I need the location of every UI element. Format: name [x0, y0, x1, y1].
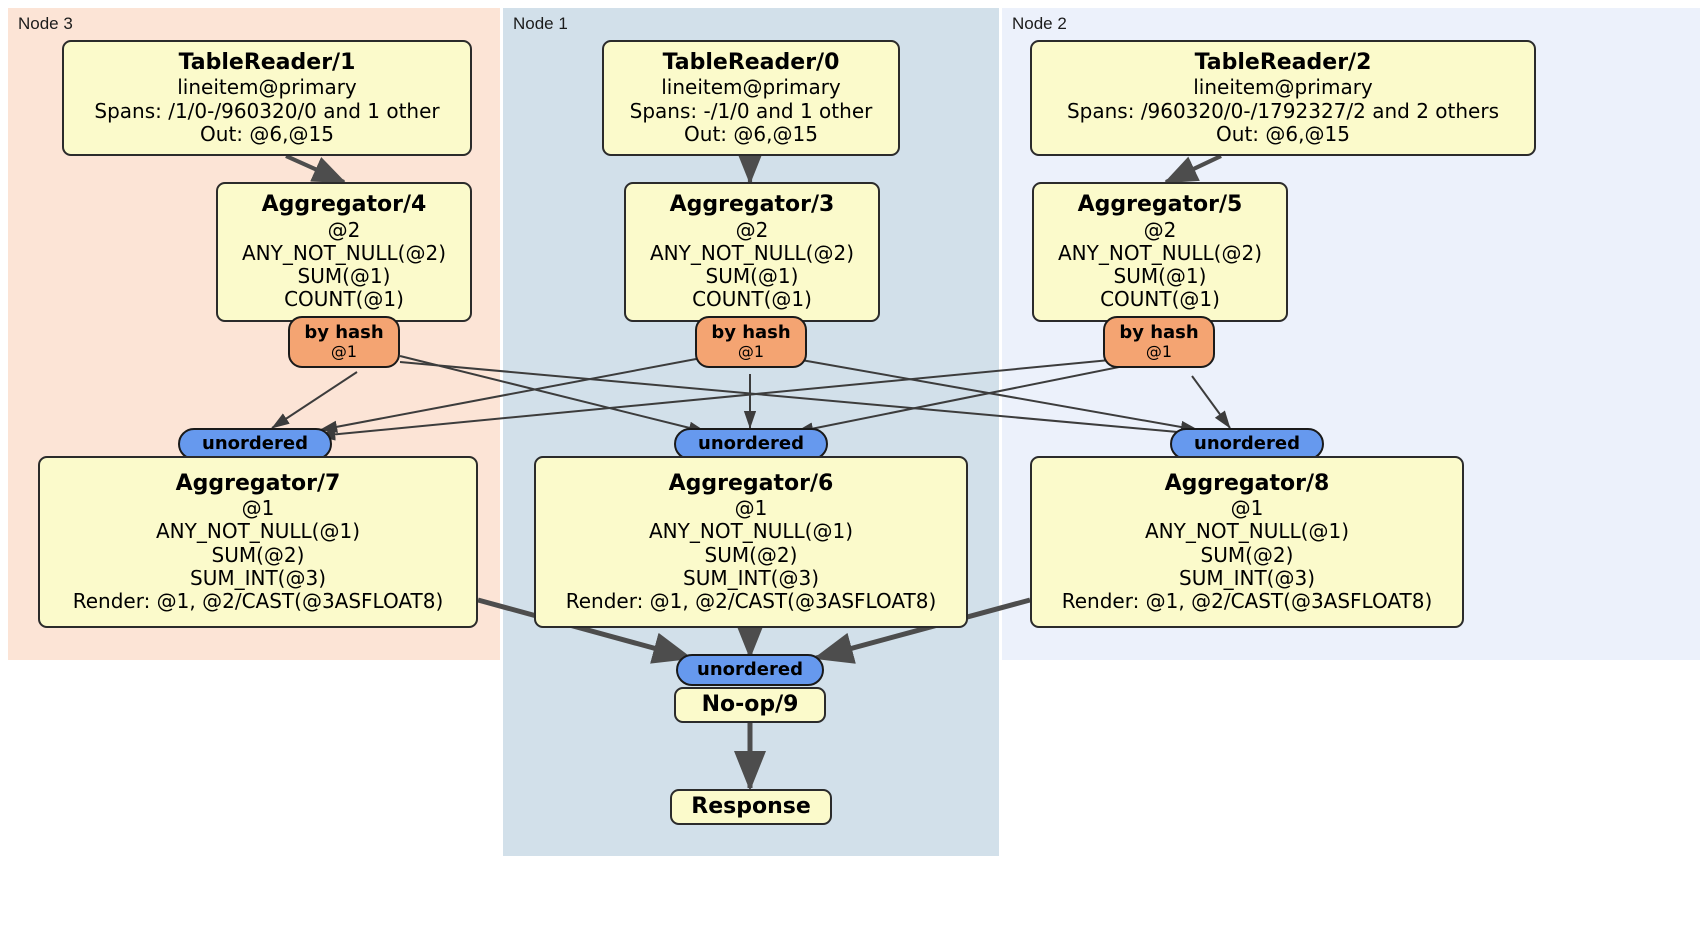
processor-line: COUNT(@1) [284, 287, 404, 312]
processor-title: Aggregator/6 [668, 470, 834, 496]
processor-title: TableReader/2 [1194, 49, 1372, 75]
processor-line: lineitem@primary [1193, 75, 1373, 100]
synchronizer-unordered-center[interactable]: unordered [674, 428, 828, 460]
processor-line: ANY_NOT_NULL(@2) [650, 241, 854, 266]
processor-line: SUM_INT(@3) [683, 565, 819, 590]
processor-line: SUM_INT(@3) [1179, 565, 1315, 590]
processor-title: Aggregator/5 [1077, 192, 1243, 218]
router-label: by hash [1119, 322, 1199, 344]
router-sublabel: @1 [330, 342, 358, 362]
processor-line: Spans: -/1/0 and 1 other [629, 98, 873, 123]
processor-tablereader-2[interactable]: TableReader/2 lineitem@primary Spans: /9… [1030, 40, 1536, 156]
synchronizer-label: unordered [698, 433, 804, 455]
synchronizer-label: unordered [697, 659, 803, 681]
processor-line: COUNT(@1) [692, 287, 812, 312]
processor-aggregator-4[interactable]: Aggregator/4 @2 ANY_NOT_NULL(@2) SUM(@1)… [216, 182, 472, 322]
processor-line: ANY_NOT_NULL(@1) [156, 519, 360, 544]
processor-line: @1 [734, 496, 768, 521]
processor-line: Render: @1, @2/CAST(@3ASFLOAT8) [1061, 589, 1433, 614]
processor-line: @2 [735, 217, 769, 242]
panel-node-1-label: Node 1 [513, 14, 568, 33]
processor-line: Render: @1, @2/CAST(@3ASFLOAT8) [565, 589, 937, 614]
panel-node-3-label: Node 3 [18, 14, 73, 33]
processor-title: Aggregator/8 [1164, 470, 1330, 496]
processor-line: Out: @6,@15 [1216, 121, 1350, 146]
processor-line: ANY_NOT_NULL(@1) [1145, 519, 1349, 544]
processor-line: SUM(@2) [211, 542, 305, 567]
processor-line: SUM_INT(@3) [190, 565, 326, 590]
processor-title: Aggregator/3 [669, 192, 835, 218]
processor-aggregator-8[interactable]: Aggregator/8 @1 ANY_NOT_NULL(@1) SUM(@2)… [1030, 456, 1464, 628]
processor-title: Aggregator/7 [175, 470, 341, 496]
processor-tablereader-0[interactable]: TableReader/0 lineitem@primary Spans: -/… [602, 40, 900, 156]
panel-node-2-label: Node 2 [1012, 14, 1067, 33]
processor-line: ANY_NOT_NULL(@1) [649, 519, 853, 544]
processor-line: ANY_NOT_NULL(@2) [242, 241, 446, 266]
processor-line: Render: @1, @2/CAST(@3ASFLOAT8) [72, 589, 444, 614]
processor-tablereader-1[interactable]: TableReader/1 lineitem@primary Spans: /1… [62, 40, 472, 156]
processor-line: Out: @6,@15 [684, 121, 818, 146]
synchronizer-unordered-final[interactable]: unordered [676, 654, 824, 686]
processor-title: Response [691, 794, 811, 820]
processor-line: SUM(@1) [1113, 264, 1207, 289]
processor-line: Out: @6,@15 [200, 121, 334, 146]
processor-line: COUNT(@1) [1100, 287, 1220, 312]
processor-line: @1 [241, 496, 275, 521]
processor-response[interactable]: Response [670, 789, 832, 825]
processor-line: lineitem@primary [177, 75, 357, 100]
processor-line: @2 [1143, 217, 1177, 242]
processor-line: @1 [1230, 496, 1264, 521]
processor-line: ANY_NOT_NULL(@2) [1058, 241, 1262, 266]
processor-title: TableReader/0 [662, 49, 840, 75]
router-sublabel: @1 [1145, 342, 1173, 362]
processor-line: SUM(@1) [297, 264, 391, 289]
processor-line: SUM(@2) [1200, 542, 1294, 567]
processor-line: @2 [327, 217, 361, 242]
processor-line: Spans: /960320/0-/1792327/2 and 2 others [1066, 98, 1499, 123]
router-by-hash-center[interactable]: by hash @1 [695, 316, 807, 368]
router-label: by hash [711, 322, 791, 344]
processor-line: SUM(@2) [704, 542, 798, 567]
processor-title: Aggregator/4 [261, 192, 427, 218]
processor-aggregator-6[interactable]: Aggregator/6 @1 ANY_NOT_NULL(@1) SUM(@2)… [534, 456, 968, 628]
processor-line: SUM(@1) [705, 264, 799, 289]
processor-no-op-9[interactable]: No-op/9 [674, 687, 826, 723]
processor-aggregator-7[interactable]: Aggregator/7 @1 ANY_NOT_NULL(@1) SUM(@2)… [38, 456, 478, 628]
router-by-hash-left[interactable]: by hash @1 [288, 316, 400, 368]
router-sublabel: @1 [737, 342, 765, 362]
router-by-hash-right[interactable]: by hash @1 [1103, 316, 1215, 368]
synchronizer-unordered-left[interactable]: unordered [178, 428, 332, 460]
processor-aggregator-3[interactable]: Aggregator/3 @2 ANY_NOT_NULL(@2) SUM(@1)… [624, 182, 880, 322]
processor-aggregator-5[interactable]: Aggregator/5 @2 ANY_NOT_NULL(@2) SUM(@1)… [1032, 182, 1288, 322]
synchronizer-label: unordered [202, 433, 308, 455]
router-label: by hash [304, 322, 384, 344]
processor-title: No-op/9 [701, 692, 799, 718]
processor-line: lineitem@primary [661, 75, 841, 100]
synchronizer-label: unordered [1194, 433, 1300, 455]
processor-line: Spans: /1/0-/960320/0 and 1 other [94, 98, 440, 123]
processor-title: TableReader/1 [178, 49, 356, 75]
